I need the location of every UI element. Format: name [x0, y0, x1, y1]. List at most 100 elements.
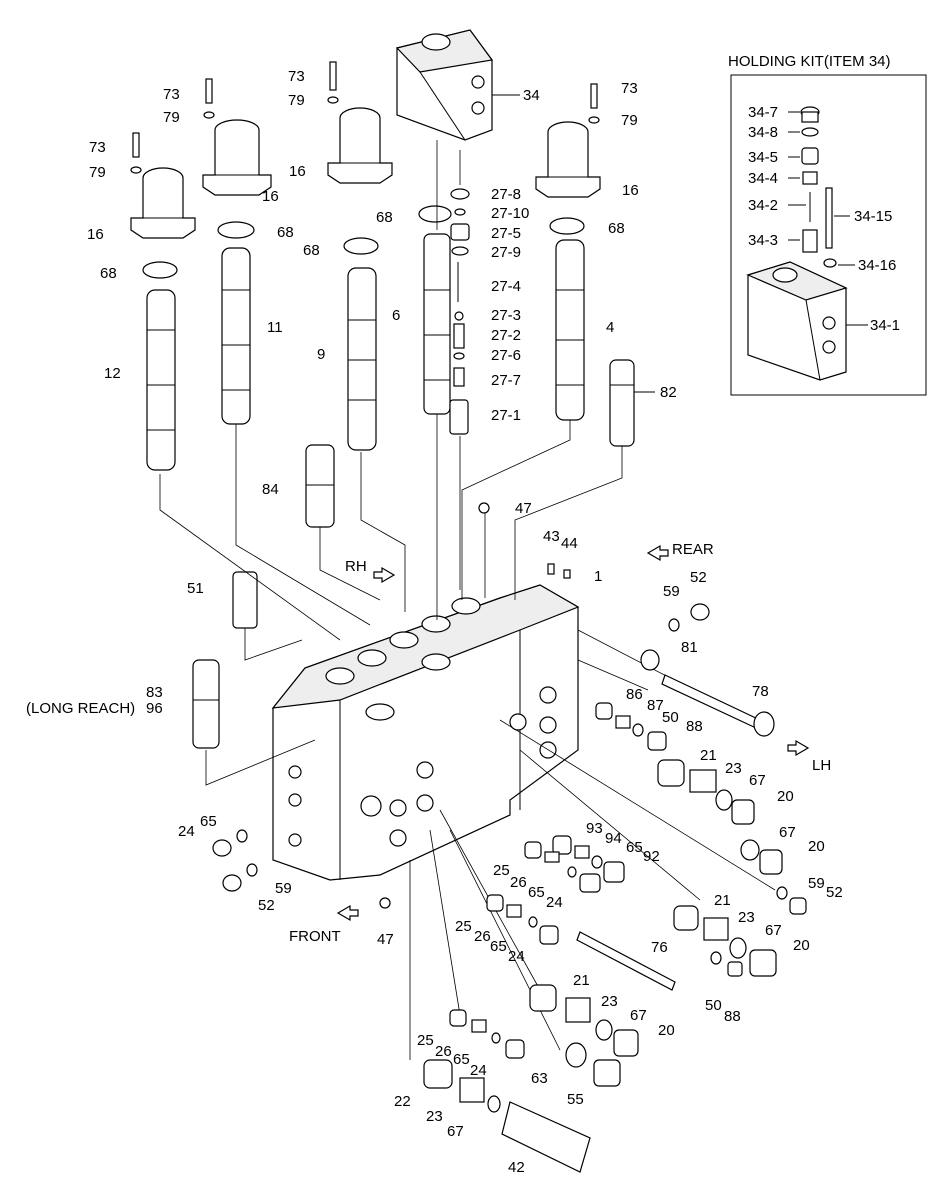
- label-24: 24: [178, 823, 195, 840]
- spool-9: [347, 267, 377, 451]
- label-82: 82: [660, 384, 677, 401]
- holding-kit-panel: HOLDING KIT(ITEM 34) 34-7: [728, 53, 927, 396]
- label-51: 51: [187, 580, 204, 597]
- spool-4: [555, 239, 585, 421]
- label-24: 24: [470, 1062, 487, 1079]
- solenoid-16-mid-left: [202, 119, 272, 196]
- label-78: 78: [752, 683, 769, 700]
- label-11: 11: [267, 319, 283, 336]
- label-20: 20: [808, 838, 825, 855]
- label-79: 79: [163, 109, 180, 126]
- right-spool-parts: [595, 702, 807, 977]
- label-20: 20: [777, 788, 794, 805]
- label-79: 79: [621, 112, 638, 129]
- kit-label-34-7: 34-7: [748, 104, 778, 121]
- label-22: 22: [394, 1093, 411, 1110]
- kit-block: [746, 261, 848, 381]
- label-23: 23: [725, 760, 742, 777]
- oring-59-top: [668, 618, 680, 632]
- label-50: 50: [662, 709, 679, 726]
- ring-81: [640, 649, 660, 671]
- label-24: 24: [508, 948, 525, 965]
- label-65: 65: [200, 813, 217, 830]
- label-93: 93: [586, 820, 603, 837]
- direction-lh: LH: [812, 757, 831, 774]
- note-long-reach: (LONG REACH): [26, 700, 135, 717]
- label-4: 4: [606, 319, 614, 336]
- label-68: 68: [608, 220, 625, 237]
- kit-label-34-1: 34-1: [870, 317, 900, 334]
- label-27-7: 27-7: [491, 372, 521, 389]
- direction-rh: RH: [345, 558, 367, 575]
- label-73: 73: [163, 86, 180, 103]
- label-65: 65: [453, 1051, 470, 1068]
- label-67: 67: [765, 922, 782, 939]
- label-27-3: 27-3: [491, 307, 521, 324]
- label-84: 84: [262, 481, 279, 498]
- kit-label-34-3: 34-3: [748, 232, 778, 249]
- block-34: [395, 29, 520, 141]
- label-94: 94: [605, 830, 622, 847]
- direction-arrows: [336, 544, 810, 922]
- kit-plug: [801, 147, 819, 165]
- label-88: 88: [724, 1008, 741, 1025]
- label-27-5: 27-5: [491, 225, 521, 242]
- label-59: 59: [808, 875, 825, 892]
- label-26: 26: [435, 1043, 452, 1060]
- relief-valve-82: [609, 359, 655, 447]
- label-6: 6: [392, 307, 400, 324]
- label-65: 65: [490, 938, 507, 955]
- label-59: 59: [275, 880, 292, 897]
- bolt-78: [661, 674, 775, 737]
- label-25: 25: [417, 1032, 434, 1049]
- label-20: 20: [658, 1022, 675, 1039]
- label-23: 23: [426, 1108, 443, 1125]
- label-92: 92: [643, 848, 660, 865]
- main-valve-body: [271, 584, 580, 881]
- label-12: 12: [104, 365, 121, 382]
- kit-poppet: [802, 229, 818, 253]
- relief-valve-83: [192, 659, 220, 749]
- label-25: 25: [455, 918, 472, 935]
- label-67: 67: [779, 824, 796, 841]
- label-73: 73: [288, 68, 305, 85]
- bolts-73: [130, 61, 600, 174]
- label-88: 88: [686, 718, 703, 735]
- label-63: 63: [531, 1070, 548, 1087]
- solenoid-16-mid: [327, 107, 393, 184]
- label-68: 68: [277, 224, 294, 241]
- label-52: 52: [690, 569, 707, 586]
- label-1: 1: [594, 568, 602, 585]
- label-26: 26: [510, 874, 527, 891]
- label-27-9: 27-9: [491, 244, 521, 261]
- label-26: 26: [474, 928, 491, 945]
- label-65: 65: [528, 884, 545, 901]
- label-16: 16: [622, 182, 639, 199]
- label-24: 24: [546, 894, 563, 911]
- part-number-labels: 73 79 73 79 16 73 79 16 16 68 68 68 12 1…: [87, 68, 843, 1176]
- label-16: 16: [289, 163, 306, 180]
- label-68: 68: [303, 242, 320, 259]
- label-50: 50: [705, 997, 722, 1014]
- label-21: 21: [714, 892, 731, 909]
- label-23: 23: [601, 993, 618, 1010]
- label-47: 47: [515, 500, 532, 517]
- spool-11: [221, 247, 251, 425]
- solenoid-16-right: [535, 121, 601, 198]
- label-79: 79: [89, 164, 106, 181]
- kit-label-34-15: 34-15: [854, 208, 892, 225]
- direction-rear: REAR: [672, 541, 714, 558]
- label-43: 43: [543, 528, 560, 545]
- label-9: 9: [317, 346, 325, 363]
- kit-label-34-8: 34-8: [748, 124, 778, 141]
- label-83: 83: [146, 684, 163, 701]
- label-55: 55: [567, 1091, 584, 1108]
- kit-washer: [823, 258, 837, 268]
- relief-valve-84: [305, 444, 335, 528]
- label-16: 16: [87, 226, 104, 243]
- kit-oring: [801, 127, 819, 137]
- label-68: 68: [100, 265, 117, 282]
- orings-68: [142, 205, 585, 279]
- label-20: 20: [793, 937, 810, 954]
- label-27-1: 27-1: [491, 407, 521, 424]
